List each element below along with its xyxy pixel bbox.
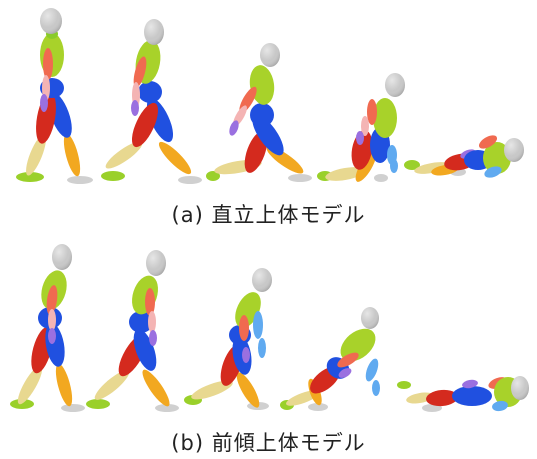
lower-arm xyxy=(148,311,156,333)
figure-a1 xyxy=(16,8,93,184)
foot-left xyxy=(86,399,110,409)
hand xyxy=(40,94,48,112)
caption-a: (a) 直立上体モデル xyxy=(0,199,537,229)
lower-arm xyxy=(48,309,56,331)
upper-arm xyxy=(239,315,249,341)
upper-arm xyxy=(43,48,53,80)
figure-a2 xyxy=(101,19,202,184)
arm-blue xyxy=(253,311,263,339)
foot-right xyxy=(374,174,388,182)
figure-a5 xyxy=(404,133,524,180)
upper-arm xyxy=(145,288,155,316)
figure-b1 xyxy=(10,244,85,412)
pelvis xyxy=(452,386,492,406)
shank-right xyxy=(61,132,84,178)
upper-arm xyxy=(367,99,377,125)
figure-b2 xyxy=(86,250,179,412)
shank-right xyxy=(155,138,195,178)
figure-a4 xyxy=(317,73,405,185)
arm-blue-2 xyxy=(372,380,380,396)
shank-right xyxy=(233,370,263,411)
arm-blue-2 xyxy=(258,338,266,358)
figure-b3 xyxy=(184,268,272,410)
shank-right xyxy=(138,367,173,410)
hand xyxy=(131,100,139,116)
row-a-figures xyxy=(16,8,524,185)
hand xyxy=(149,330,157,346)
arm-blue xyxy=(363,357,381,383)
foot-left xyxy=(101,171,125,181)
foot-right xyxy=(288,174,312,182)
pelvis xyxy=(138,81,162,103)
foot-right xyxy=(67,176,93,184)
hand xyxy=(242,347,250,363)
figure-a3 xyxy=(206,43,312,182)
figure-b5 xyxy=(397,375,529,412)
foot-right xyxy=(178,176,202,184)
row-b-figures xyxy=(10,244,529,412)
shank-right xyxy=(53,362,76,408)
pelvis xyxy=(250,103,274,127)
arm-blue-2 xyxy=(390,159,398,173)
figure-b4 xyxy=(280,307,382,411)
torso xyxy=(373,98,397,138)
foot-left xyxy=(397,381,411,389)
torso xyxy=(127,272,162,317)
caption-b: (b) 前傾上体モデル xyxy=(0,427,537,457)
foot-right xyxy=(61,404,85,412)
hand xyxy=(48,328,56,344)
hand xyxy=(356,131,364,145)
